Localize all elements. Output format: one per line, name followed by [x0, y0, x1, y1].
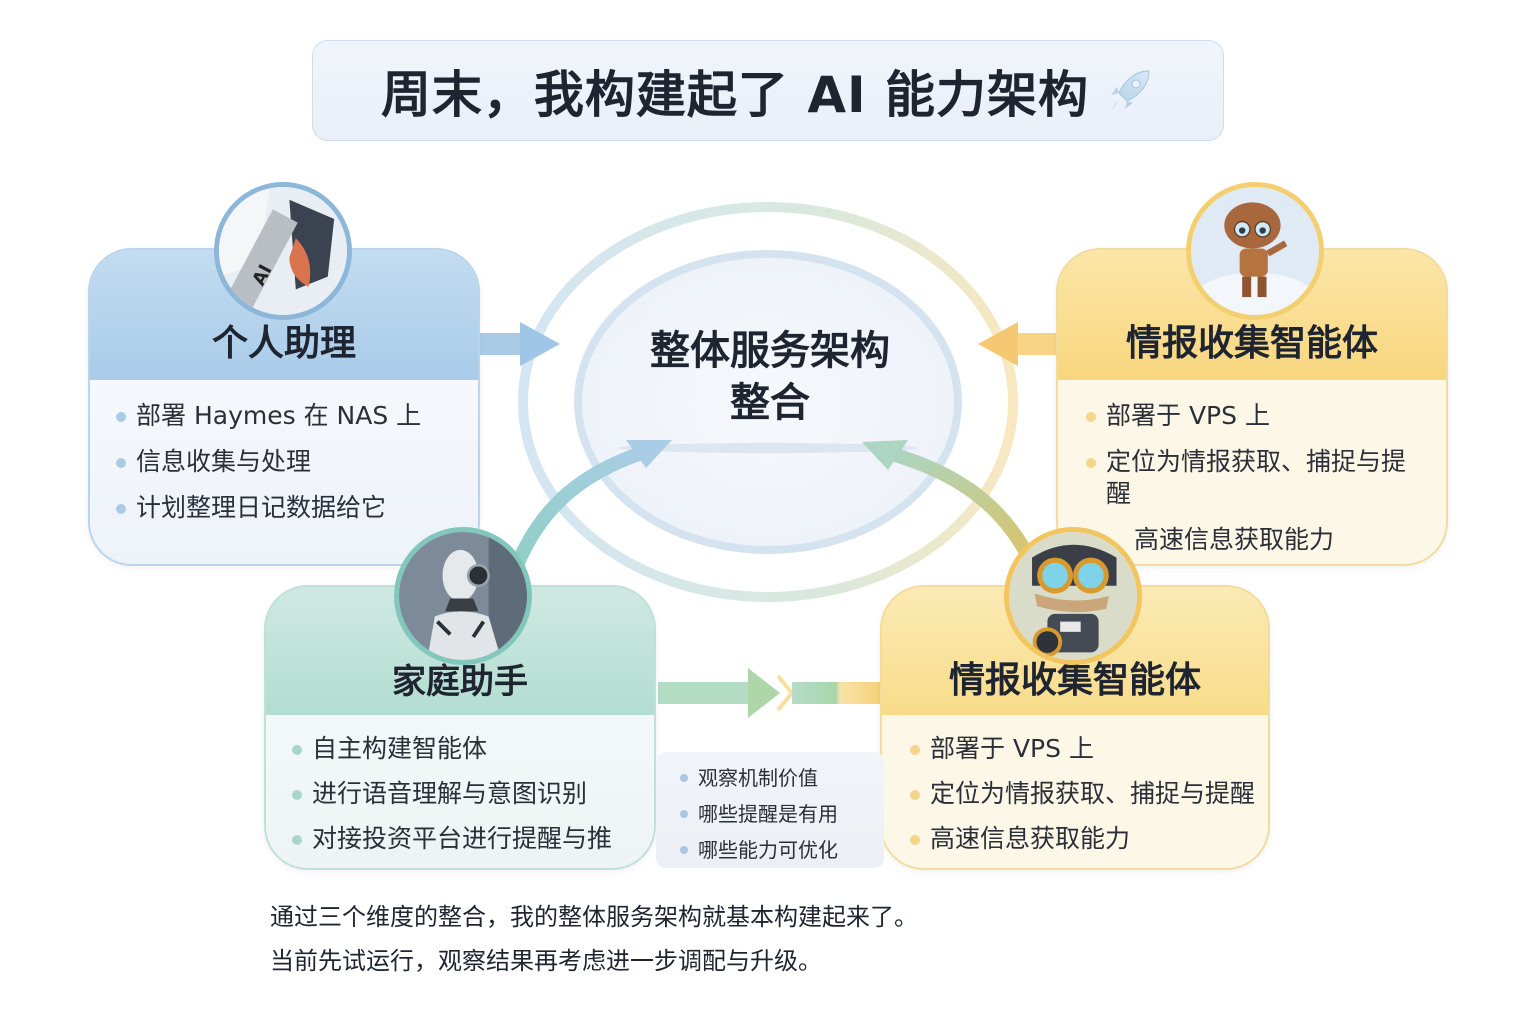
- list-item: 部署于 VPS 上: [1086, 400, 1446, 432]
- observation-panel: 观察机制价值 哪些提醒是有用 哪些能力可优化: [656, 752, 884, 868]
- rocket-icon: [1111, 69, 1150, 111]
- list-item: 定位为情报获取、捕捉与提醒: [1086, 446, 1426, 510]
- bullet-icon: [910, 745, 920, 755]
- list-item: 定位为情报获取、捕捉与提醒: [910, 778, 1268, 810]
- bullet-icon: [910, 790, 920, 800]
- bullet-icon: [292, 745, 302, 755]
- list-item: 部署于 VPS 上: [910, 733, 1268, 765]
- bullet-icon: [116, 504, 126, 514]
- title-banner: 周末，我构建起了 AI 能力架构: [312, 40, 1224, 141]
- list-item: 计划整理日记数据给它: [116, 492, 478, 524]
- bullet-icon: [680, 846, 688, 854]
- bullet-icon: [116, 412, 126, 422]
- center-node: 整体服务架构 整合: [590, 325, 950, 429]
- summary-line-1: 通过三个维度的整合，我的整体服务架构就基本构建起来了。: [270, 903, 918, 931]
- list-item: 哪些提醒是有用: [680, 802, 884, 826]
- list-item: 哪些能力可优化: [680, 838, 884, 862]
- bullet-icon: [680, 810, 688, 818]
- robot-avatar-bronze-icon: [1186, 182, 1324, 320]
- page-title: 周末，我构建起了 AI 能力架构: [380, 65, 1090, 124]
- summary-line-2: 当前先试运行，观察结果再考虑进一步调配与升级。: [270, 947, 822, 975]
- feature-list: 自主构建智能体 进行语音理解与意图识别 对接投资平台进行提醒与推: [292, 733, 654, 855]
- list-item: 对接投资平台进行提醒与推: [292, 823, 654, 855]
- bullet-icon: [292, 835, 302, 845]
- feature-list: 部署 Haymes 在 NAS 上 信息收集与处理 计划整理日记数据给它: [116, 400, 478, 524]
- center-title-line2: 整合: [730, 380, 810, 426]
- robot-avatar-humanoid-icon: [394, 527, 532, 665]
- bullet-icon: [292, 790, 302, 800]
- bullet-icon: [910, 835, 920, 845]
- observation-list: 观察机制价值 哪些提醒是有用 哪些能力可优化: [680, 766, 884, 862]
- list-item: 高速信息获取能力: [910, 823, 1268, 855]
- feature-list: 部署于 VPS 上 定位为情报获取、捕捉与提醒 高速信息获取能力: [910, 733, 1268, 855]
- list-item: 高速信息获取能力: [1134, 525, 1335, 554]
- list-item: 进行语音理解与意图识别: [292, 778, 654, 810]
- list-item: 自主构建智能体: [292, 733, 654, 765]
- list-item: 观察机制价值: [680, 766, 884, 790]
- robot-avatar-goggles-icon: [1004, 527, 1142, 665]
- list-item: 部署 Haymes 在 NAS 上: [116, 400, 478, 432]
- feature-list: 部署于 VPS 上 定位为情报获取、捕捉与提醒 高速信息获取能力: [1086, 400, 1446, 556]
- bullet-icon: [1086, 412, 1096, 422]
- bullet-icon: [116, 458, 126, 468]
- center-title-line1: 整体服务架构: [650, 328, 890, 374]
- robot-avatar-ai-icon: AI: [214, 182, 352, 320]
- bullet-icon: [1086, 458, 1096, 468]
- list-item: 信息收集与处理: [116, 446, 478, 478]
- summary-text: 通过三个维度的整合，我的整体服务架构就基本构建起来了。 当前先试运行，观察结果再…: [270, 895, 918, 983]
- bullet-icon: [680, 774, 688, 782]
